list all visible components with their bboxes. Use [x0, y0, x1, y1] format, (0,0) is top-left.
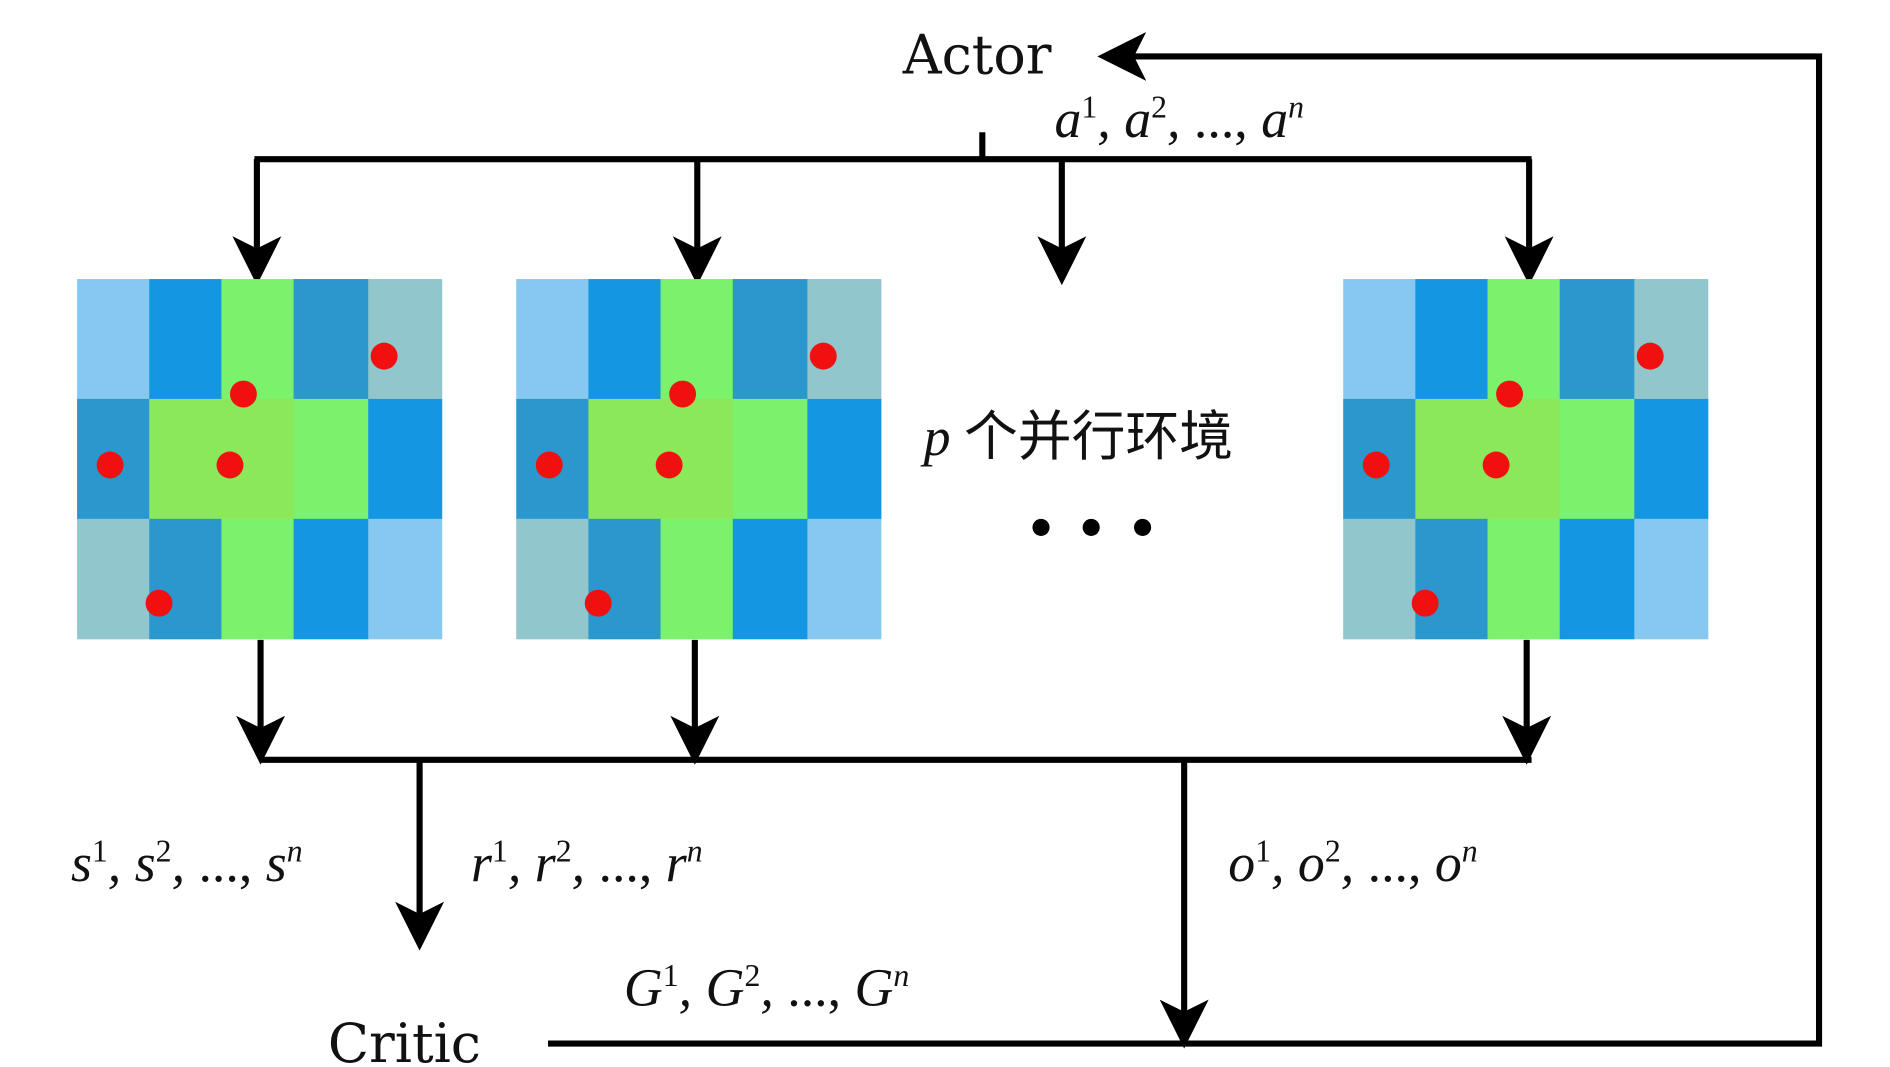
grid-cell [732, 279, 808, 400]
agent-dot [1636, 342, 1664, 370]
grid-cell [293, 279, 369, 400]
grid-cell [1634, 279, 1709, 400]
agent-dot [370, 342, 398, 370]
grid-cell [1559, 398, 1635, 520]
agent-dot [584, 589, 612, 617]
grid-cell [77, 279, 150, 400]
grid-cell [368, 279, 443, 400]
grid-cell [1487, 518, 1561, 640]
agent-dot [535, 451, 563, 479]
grid-cell [660, 279, 734, 400]
grid-cell [516, 279, 590, 400]
environment-grid [1343, 279, 1709, 640]
agent-dot [655, 451, 683, 479]
environment-grid [77, 279, 443, 640]
agent-dot [1482, 451, 1510, 479]
grid-cell [221, 279, 295, 400]
grid-cell [516, 518, 590, 640]
agent-dot [1496, 380, 1524, 408]
agent-dot [669, 380, 697, 408]
output-bus [236, 639, 1552, 1049]
action-bus [232, 132, 1554, 286]
ellipsis-dots [1032, 518, 1152, 536]
states-label: s1, s2, ..., sn [71, 833, 303, 893]
grid-cell [1487, 279, 1561, 400]
agent-dot [1362, 451, 1390, 479]
grid-cell [149, 518, 223, 640]
grid-cell [588, 518, 662, 640]
grid-cell [149, 279, 223, 400]
grid-cell [293, 518, 369, 640]
grid-cell [293, 398, 369, 520]
grid-cell [807, 279, 882, 400]
agent-dot [96, 451, 124, 479]
parallel-env-label: p 个并行环境 [920, 405, 1233, 468]
rewards-label: r1, r2, ..., rn [471, 833, 703, 893]
agent-dot [1411, 589, 1439, 617]
grid-cell [77, 518, 150, 640]
grid-cell [588, 398, 662, 520]
grid-cell [732, 518, 808, 640]
actor-label: Actor [902, 24, 1052, 87]
agent-dot [229, 380, 257, 408]
grid-cell [732, 398, 808, 520]
agent-dot [145, 589, 173, 617]
agent-dot [216, 451, 244, 479]
grid-cell [1634, 398, 1709, 520]
returns-label: G1, G2, ..., Gn [624, 958, 909, 1018]
grid-cell [660, 518, 734, 640]
grid-cell [1343, 279, 1416, 400]
observations-label: o1, o2, ..., on [1228, 833, 1478, 893]
grid-cell [1634, 518, 1709, 640]
environment-grid [516, 279, 882, 640]
grid-cell [368, 518, 443, 640]
grid-cell [588, 279, 662, 400]
grid-cell [1343, 518, 1416, 640]
grid-cell [1415, 518, 1489, 640]
grid-cell [807, 518, 882, 640]
grid-cell [807, 398, 882, 520]
actions-label: a1, a2, ..., an [1054, 89, 1304, 149]
grid-cell [149, 398, 223, 520]
grid-cell [221, 518, 295, 640]
agent-dot [809, 342, 837, 370]
grid-cell [368, 398, 443, 520]
grid-cell [1559, 518, 1635, 640]
grid-cell [1415, 398, 1489, 520]
grid-cell [1559, 279, 1635, 400]
parallel-environments [77, 279, 1709, 640]
grid-cell [1415, 279, 1489, 400]
critic-label: Critic [328, 1012, 481, 1067]
